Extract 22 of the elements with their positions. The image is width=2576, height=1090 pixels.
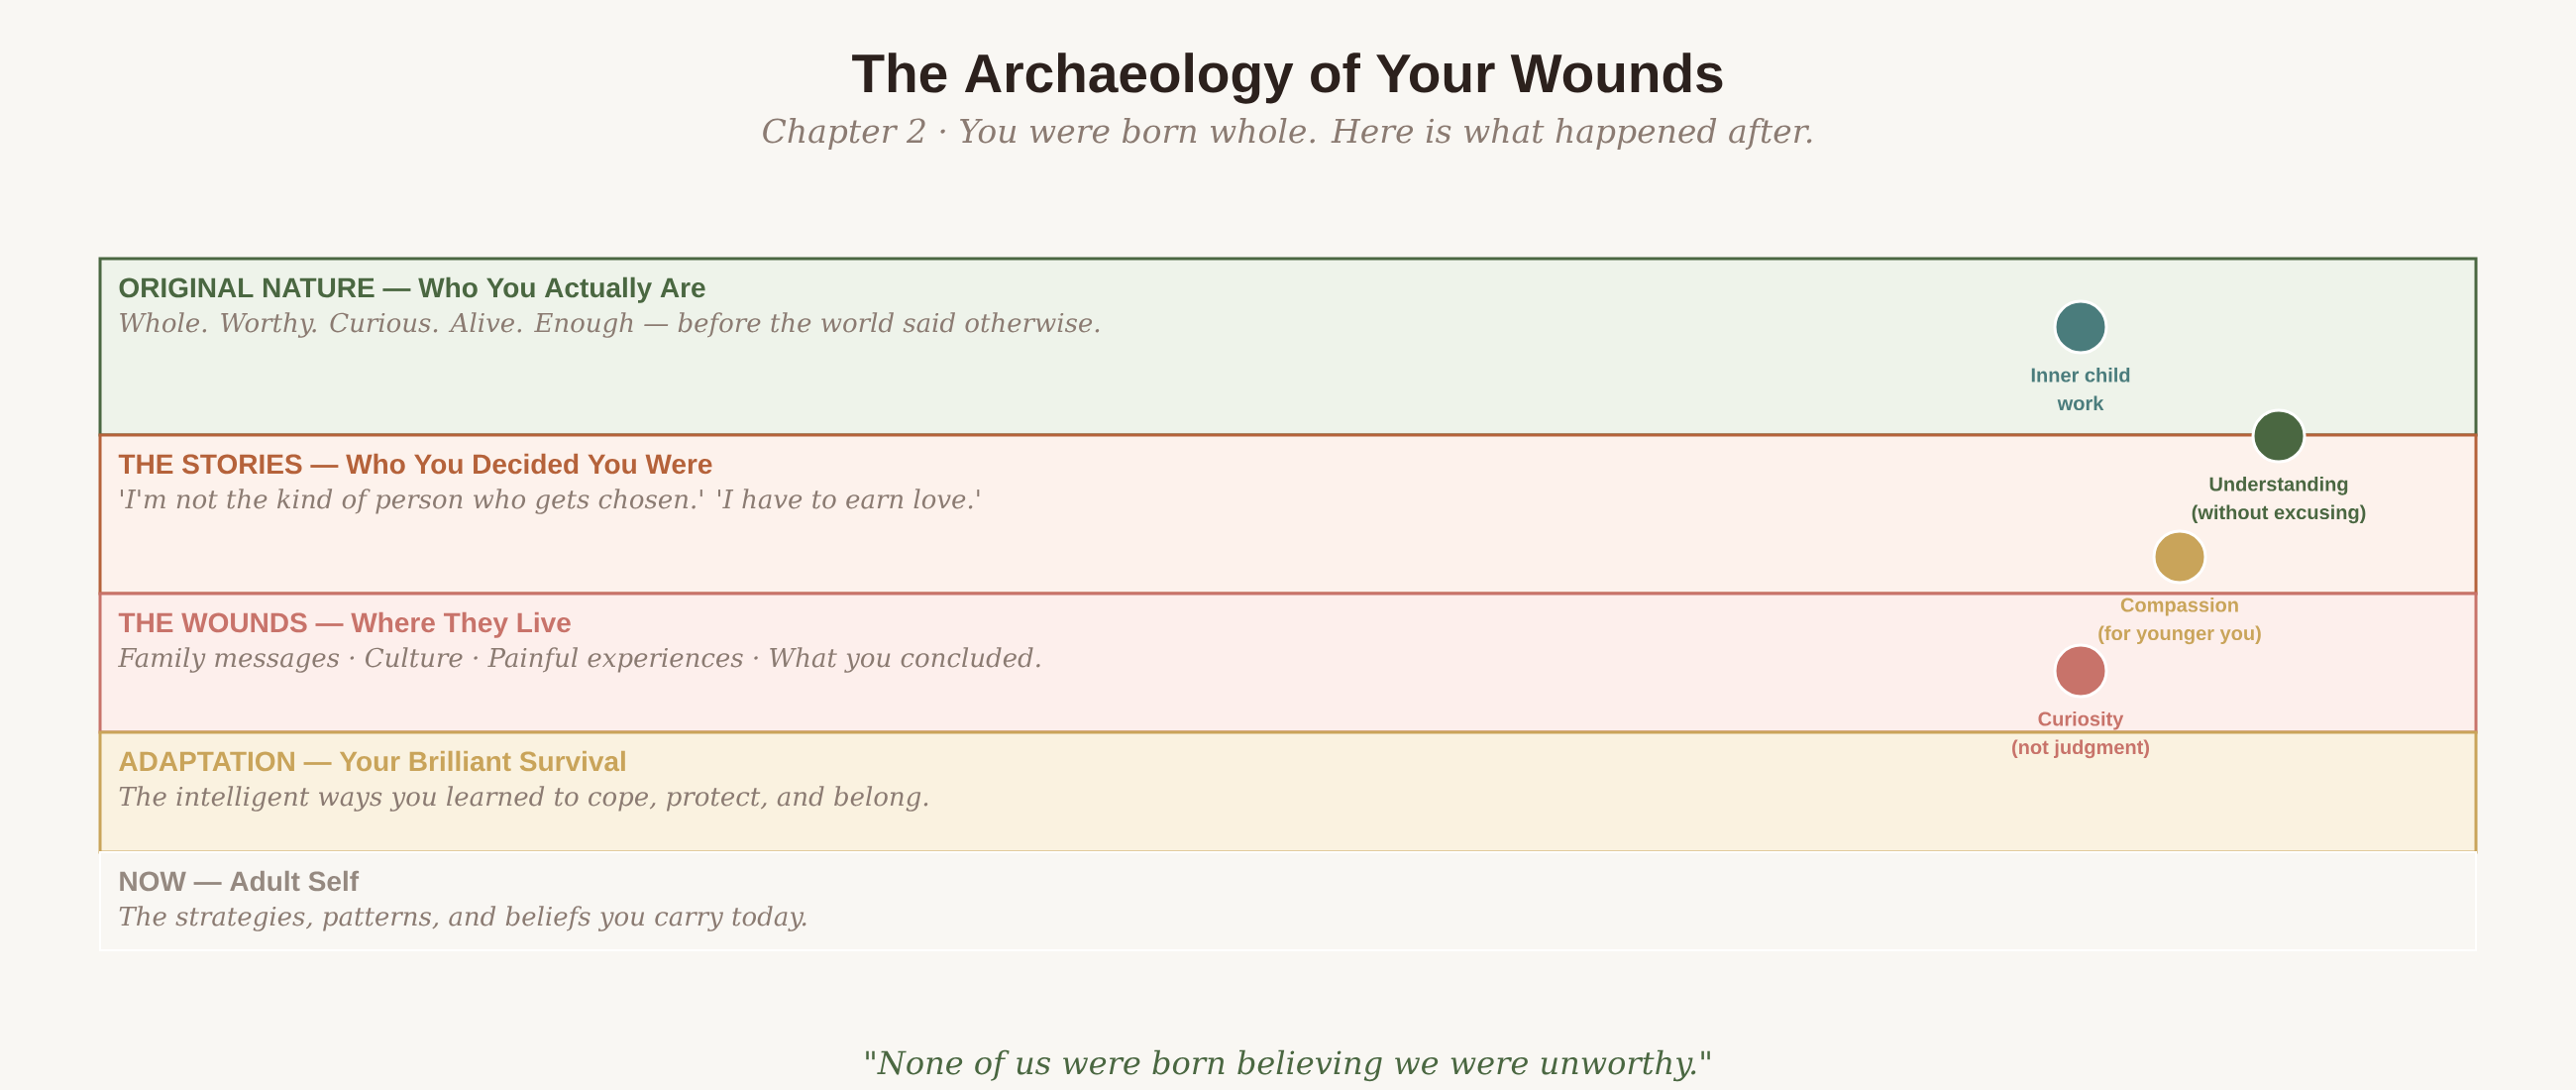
layer-band — [98, 730, 2478, 854]
layer-band — [98, 433, 2478, 596]
band-description: Whole. Worthy. Curious. Alive. Enough — before the world said otherwise. — [120, 312, 1100, 338]
closing-quote: "None of us were born believing we were unworthy." — [866, 1049, 1710, 1082]
layer-band — [98, 592, 2478, 734]
title: The Archaeology of Your Wounds — [852, 53, 1723, 104]
marker-label: Compassion (for younger you) — [2098, 597, 2261, 645]
band-description: The strategies, patterns, and beliefs you carry today. — [119, 906, 806, 931]
band-heading: THE WOUNDS — Where They Live — [118, 611, 571, 638]
band-heading: THE STORIES — Who You Decided You Were — [118, 453, 712, 475]
marker-label: Understanding (without excusing) — [2192, 476, 2366, 524]
band-heading: NOW — Adult Self — [120, 870, 360, 892]
marker-label: Curiosity (not judgment) — [2012, 710, 2149, 759]
band-heading: ADAPTATION — Your Brilliant Survival — [119, 750, 625, 772]
band-description: Family messages · Culture · Painful experiences · What you concluded. — [118, 647, 1040, 673]
layer-band — [98, 257, 2478, 437]
band-description: The intelligent ways you learned to cope, protect, and belong. — [119, 786, 928, 812]
layer-band — [99, 851, 2477, 951]
band-description: 'I'm not the kind of person who gets chosen.' 'I have to earn love.' — [120, 489, 980, 514]
band-heading: ORIGINAL NATURE — Who You Actually Are — [119, 276, 705, 303]
subtitle: Chapter 2 · You were born whole. Here is what happened after. — [763, 117, 1812, 150]
marker-label: Inner child work — [2031, 367, 2130, 411]
